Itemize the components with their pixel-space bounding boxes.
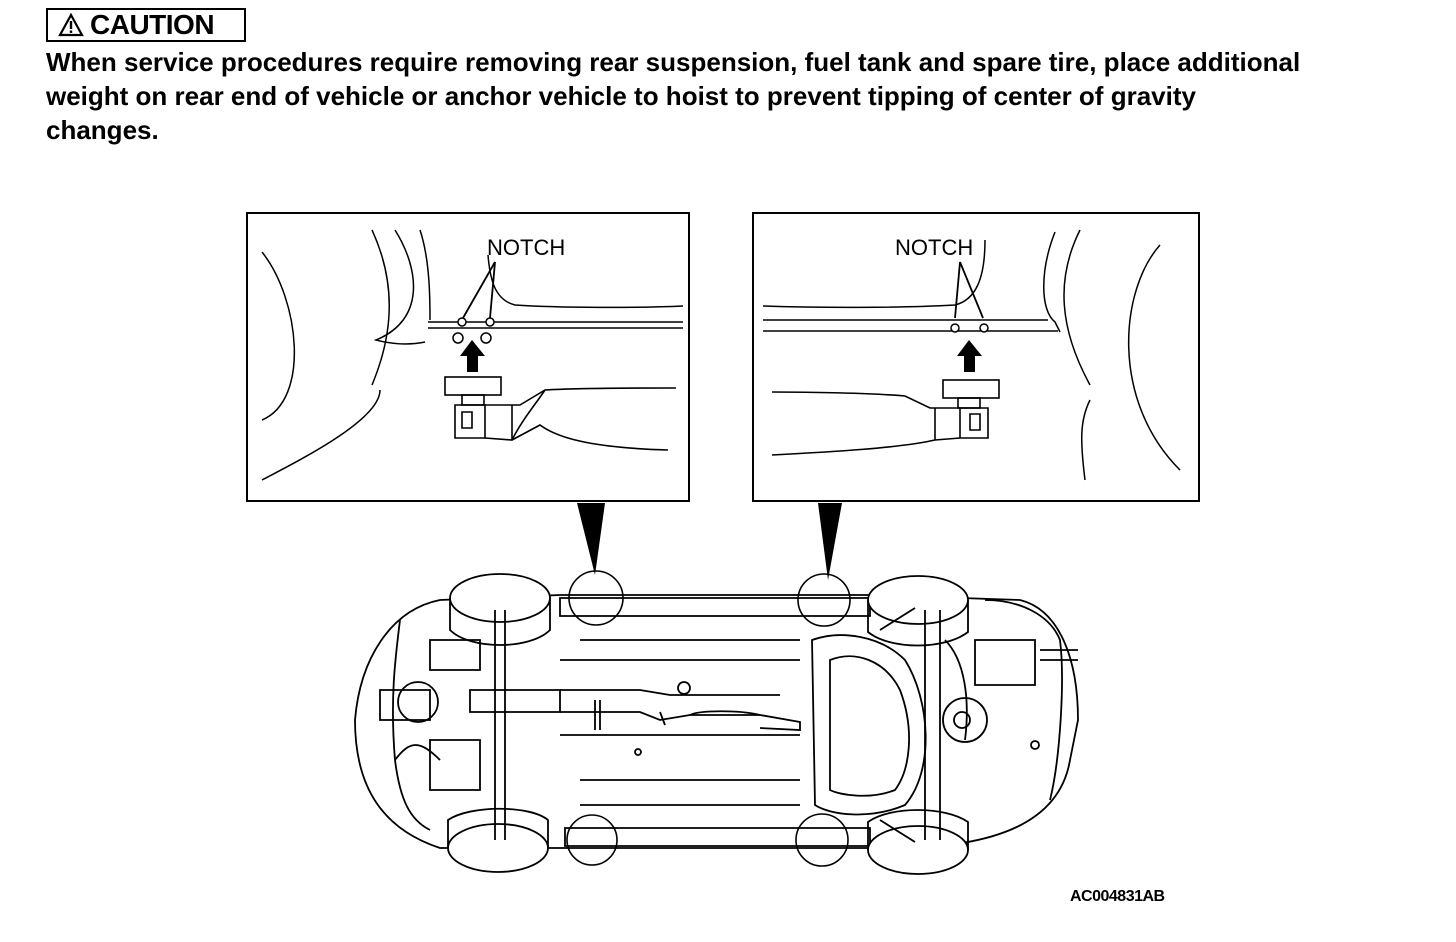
vehicle-underside xyxy=(354,570,1079,875)
front-wheels xyxy=(447,573,551,873)
lift-up-arrow-right xyxy=(957,340,982,372)
caution-text-line-2: weight on rear end of vehicle or anchor … xyxy=(46,81,1196,111)
notch-pointers-left xyxy=(462,261,496,319)
figure-code: AC004831AB xyxy=(1070,888,1165,905)
notches-left xyxy=(452,317,495,344)
notch-label-left: NOTCH xyxy=(487,235,565,260)
callout-pointer-right xyxy=(818,503,842,580)
caution-text-line-3: changes. xyxy=(46,115,159,145)
warning-triangle-icon xyxy=(58,13,84,37)
left-body-outline xyxy=(261,229,684,481)
lift-up-arrow-left xyxy=(460,340,485,372)
lift-pad-right xyxy=(771,379,1000,456)
rear-wheels xyxy=(867,575,969,875)
caution-box: CAUTION xyxy=(46,8,246,42)
caution-label: CAUTION xyxy=(90,9,215,40)
notch-pointers-right xyxy=(954,261,984,319)
lift-point-markers xyxy=(566,570,851,867)
detail-panel-right: NOTCH xyxy=(752,212,1200,502)
right-body-outline xyxy=(762,229,1181,481)
lift-pad-left xyxy=(444,376,677,451)
caution-text: When service procedures require removing… xyxy=(46,45,1446,147)
notch-label-right: NOTCH xyxy=(895,235,973,260)
caution-text-line-1: When service procedures require removing… xyxy=(46,47,1301,77)
notches-right xyxy=(950,323,989,333)
detail-panel-left: NOTCH xyxy=(246,212,690,502)
callout-pointer-left xyxy=(577,503,605,575)
